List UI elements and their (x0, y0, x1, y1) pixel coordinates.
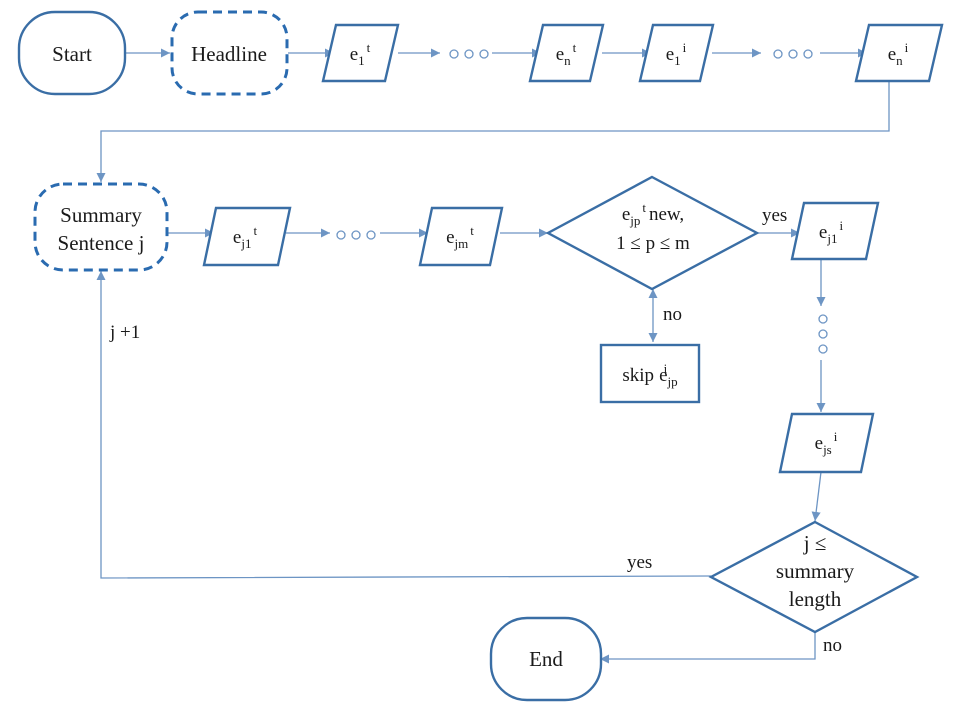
ellipsis-dot (366, 230, 376, 240)
entity-e1i-label: e1i (666, 40, 687, 68)
entity-e1i-shape (638, 23, 715, 83)
headline-label: Headline (191, 42, 267, 66)
end-label: End (529, 647, 563, 671)
skip-shape (599, 343, 701, 404)
edge-eni-summary (96, 82, 890, 182)
start-node: Start (17, 10, 127, 96)
entity-ejmt-shape (418, 206, 504, 267)
ellipsis-dot (818, 329, 828, 339)
ellipsis-dot (336, 230, 346, 240)
summary-line2: Sentence j (58, 231, 145, 255)
entity-ejsi-label: ejsi (815, 429, 838, 457)
entity-e1t: e1t (321, 23, 400, 83)
end-node: End (489, 616, 603, 702)
ellipsis-dot (351, 230, 361, 240)
entity-ej1i-label: ej1i (819, 218, 844, 246)
entity-ent: ent (528, 23, 605, 83)
entity-ejsi: ejsi (778, 412, 875, 474)
decision-summary-length-line1: j ≤ (803, 531, 827, 555)
summary-sentence-node: Summary Sentence j (33, 182, 169, 272)
headline-node: Headline (170, 10, 289, 96)
connectors (96, 48, 890, 664)
summary-sentence-shape (33, 182, 169, 272)
ellipsis-dot (479, 49, 489, 59)
entity-eni: eni (854, 23, 944, 83)
entity-ej1t: ej1t (202, 206, 292, 267)
decision-summary-length-line3: length (789, 587, 842, 611)
ellipsis-dot (803, 49, 813, 59)
edge-decision2-end (600, 631, 816, 664)
summary-line1: Summary (60, 203, 142, 227)
headline-shape (170, 10, 289, 96)
entity-ej1t-shape (202, 206, 292, 267)
label-no-new: no (663, 304, 682, 325)
decision-summary-length-line2: summary (776, 559, 855, 583)
ellipsis-dot (773, 49, 783, 59)
entity-ej1i: ej1i (790, 201, 880, 261)
entity-ejmt-label: ejmt (446, 223, 474, 251)
decision-new-entity-line2: 1 ≤ p ≤ m (616, 233, 690, 254)
end-shape (489, 616, 603, 702)
entity-eni-shape (854, 23, 944, 83)
ellipsis-dot (818, 314, 828, 324)
start-label: Start (52, 42, 92, 66)
ellipsis-dot (818, 344, 828, 354)
entity-eni-label: eni (888, 40, 909, 68)
entity-e1t-shape (321, 23, 400, 83)
edge-labels: yes no j +1 yes no (109, 205, 842, 656)
entity-e1i: e1i (638, 23, 715, 83)
label-increment-j: j +1 (109, 322, 140, 343)
label-no-length: no (823, 635, 842, 656)
entity-e1t-label: e1t (350, 40, 371, 68)
decision-summary-length: j ≤ summary length (708, 520, 920, 634)
edge-ejsi-decision2 (811, 471, 822, 522)
entity-ej1t-label: ej1t (233, 223, 258, 251)
edge-decision2-summary (96, 271, 712, 579)
start-shape (17, 10, 127, 96)
entity-ej1i-shape (790, 201, 880, 261)
decision-new-entity-shape (545, 175, 760, 291)
entity-ejsi-shape (778, 412, 875, 474)
entity-ent-label: ent (556, 40, 577, 68)
ellipsis-dots (336, 49, 828, 354)
ellipsis-dot (788, 49, 798, 59)
ellipsis-dot (464, 49, 474, 59)
entity-ent-shape (528, 23, 605, 83)
ellipsis-dot (449, 49, 459, 59)
label-yes-new: yes (762, 205, 787, 226)
entity-ejmt: ejmt (418, 206, 504, 267)
decision-summary-length-shape (708, 520, 920, 634)
label-yes-length: yes (627, 552, 652, 573)
